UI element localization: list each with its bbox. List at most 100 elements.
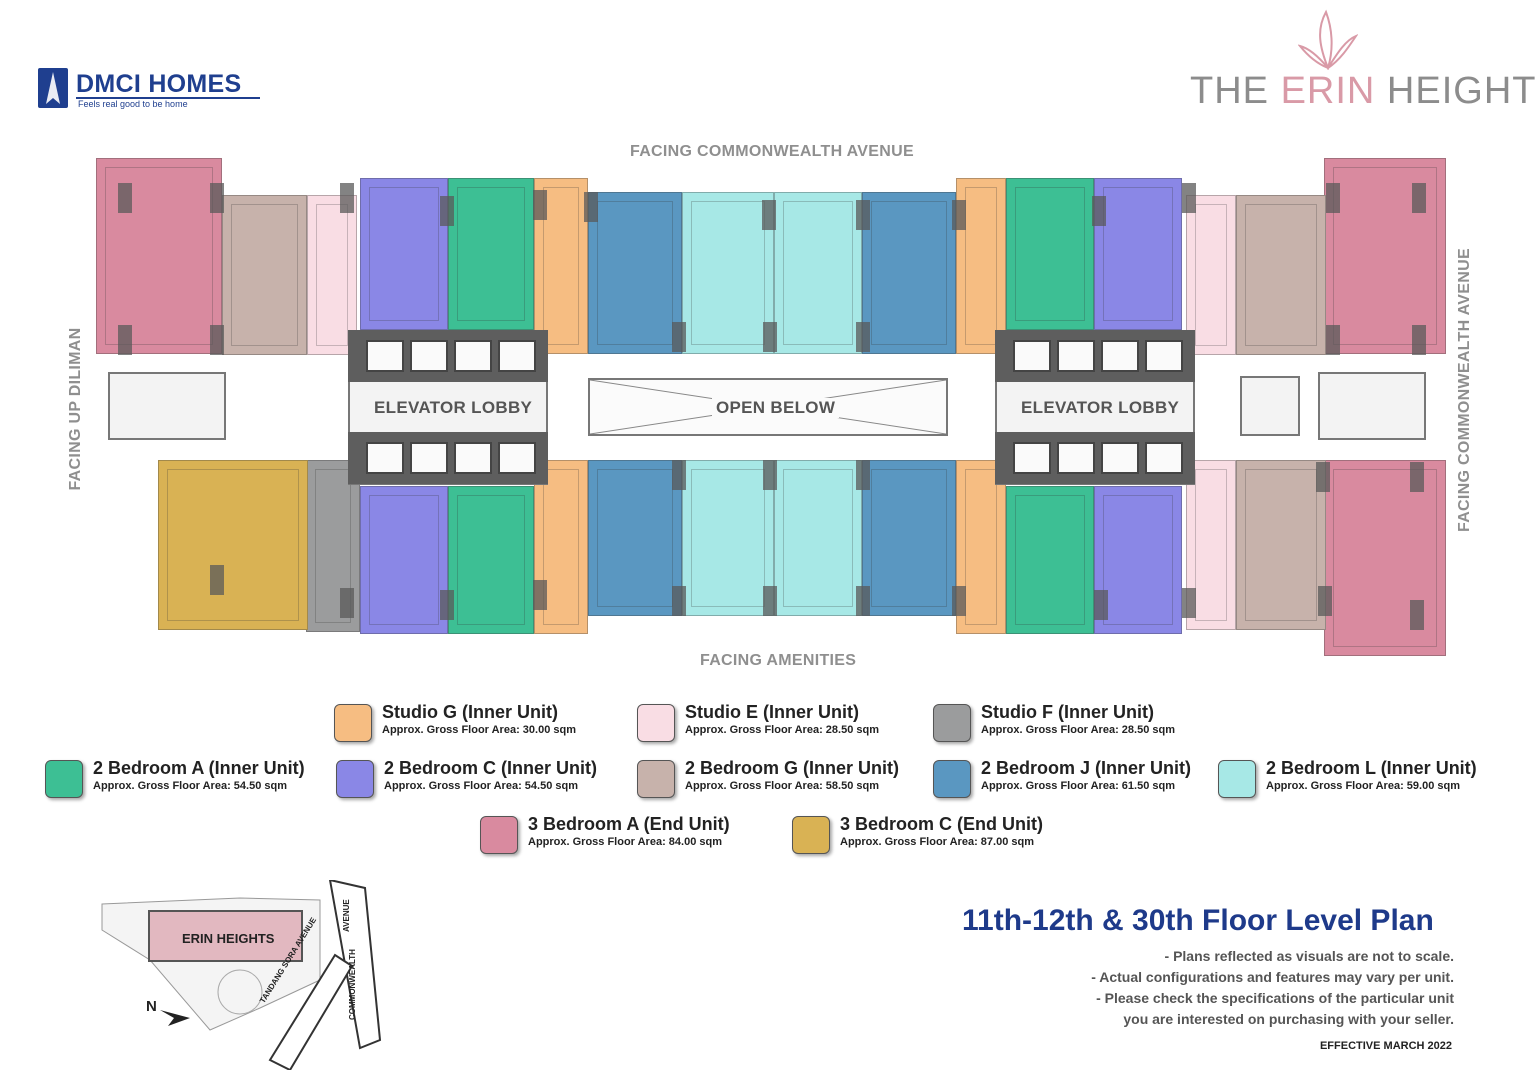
legend-area: Approx. Gross Floor Area: 58.50 sqm [685, 780, 879, 792]
legend-name: 2 Bedroom J (Inner Unit) [981, 758, 1192, 778]
unit-2br-j-top-1 [588, 192, 682, 354]
stair-right [1318, 372, 1426, 440]
structural-column [672, 586, 686, 616]
structural-column [763, 460, 777, 490]
legend-swatch [334, 704, 372, 742]
elevator-cab [410, 442, 448, 474]
structural-column [952, 200, 966, 230]
unit-3br-a-top-right [1324, 158, 1446, 354]
vicinity-building-label: ERIN HEIGHTS [182, 931, 275, 946]
elevator-cab [1145, 442, 1183, 474]
structural-column [856, 460, 870, 490]
legend-area: Approx. Gross Floor Area: 61.50 sqm [981, 780, 1175, 792]
unit-2br-j-bottom-1 [588, 460, 682, 616]
legend-area: Approx. Gross Floor Area: 28.50 sqm [685, 724, 879, 736]
legend-name: Studio G (Inner Unit) [382, 702, 558, 722]
legend-swatch [480, 816, 518, 854]
structural-column [440, 590, 454, 620]
structural-column [210, 325, 224, 355]
elevator-cab [1057, 442, 1095, 474]
structural-column [1410, 462, 1424, 492]
structural-column [210, 183, 224, 213]
dmci-homes-logo: DMCI HOMES Feels real good to be home [38, 68, 268, 114]
legend-swatch [1218, 760, 1256, 798]
unit-2br-c-top-1 [360, 178, 448, 330]
elevator-cab [1057, 340, 1095, 372]
structural-column [762, 200, 776, 230]
elevator-cab [454, 340, 492, 372]
unit-2br-j-top-2 [862, 192, 956, 354]
unit-2br-a-top-1 [448, 178, 534, 330]
unit-3br-a-top-left [96, 158, 222, 354]
elevator-cab [366, 442, 404, 474]
note-2: - Actual configurations and features may… [1091, 969, 1454, 985]
structural-column [118, 183, 132, 213]
vicinity-building [148, 910, 303, 962]
unit-2br-a-bottom-2 [1006, 486, 1094, 634]
legend-name: 2 Bedroom A (Inner Unit) [93, 758, 305, 778]
unit-2br-l-top-1 [682, 192, 774, 354]
legend-area: Approx. Gross Floor Area: 54.50 sqm [384, 780, 578, 792]
elevator-cab [1013, 340, 1051, 372]
legend-swatch [45, 760, 83, 798]
structural-column [1326, 183, 1340, 213]
unit-studio-g-top-1 [534, 178, 588, 354]
legend-name: 2 Bedroom L (Inner Unit) [1266, 758, 1477, 778]
structural-column [1092, 196, 1106, 226]
elevator-cab [1101, 340, 1139, 372]
road-label-commonwealth: COMMONWEALTH [348, 949, 357, 1020]
elevator-cab [1013, 442, 1051, 474]
structural-column [584, 192, 598, 222]
unit-2br-g-top-left [222, 195, 307, 355]
elevator-lobby-right-label: ELEVATOR LOBBY [1021, 398, 1180, 417]
unit-studio-f-bottom-left [306, 460, 360, 632]
north-arrow-label: N [146, 998, 157, 1015]
structural-column [533, 580, 547, 610]
brand-underline [76, 97, 260, 99]
structural-column [440, 196, 454, 226]
effective-date: EFFECTIVE MARCH 2022 [1319, 1040, 1452, 1052]
elevator-cab [498, 340, 536, 372]
floor-plan: ELEVATOR LOBBY OPEN BELOW ELEVATOR LOBBY [96, 158, 1446, 656]
legend-swatch [933, 704, 971, 742]
legend-swatch [637, 704, 675, 742]
elevator-cab [1145, 340, 1183, 372]
legend-swatch [336, 760, 374, 798]
legend-area: Approx. Gross Floor Area: 84.00 sqm [528, 836, 722, 848]
structural-column [1326, 325, 1340, 355]
elevator-cab [410, 340, 448, 372]
legend-area: Approx. Gross Floor Area: 28.50 sqm [981, 724, 1175, 736]
unit-2br-l-bottom-2 [774, 460, 862, 616]
legend-swatch [933, 760, 971, 798]
vicinity-map: ERIN HEIGHTS TANDANG SORA AVENUE COMMONW… [90, 880, 390, 1070]
stair-left [108, 372, 226, 440]
project-title: THE ERIN HEIGHTS [1190, 70, 1536, 113]
legend-name: 2 Bedroom G (Inner Unit) [685, 758, 900, 778]
open-below-label: OPEN BELOW [712, 398, 840, 418]
structural-column [1094, 590, 1108, 620]
floor-level-title: 11th-12th & 30th Floor Level Plan [962, 904, 1434, 937]
utility-right [1240, 376, 1300, 436]
structural-column [1412, 325, 1426, 355]
structural-column [340, 183, 354, 213]
note-3: - Please check the specifications of the… [1096, 990, 1454, 1006]
leaf-icon [1298, 9, 1358, 70]
structural-column [118, 325, 132, 355]
unit-2br-g-bottom-right [1236, 460, 1326, 630]
legend-swatch [792, 816, 830, 854]
note-1: - Plans reflected as visuals are not to … [1164, 948, 1454, 964]
unit-2br-a-bottom-1 [448, 486, 534, 634]
project-title-right: HEIGHTS [1386, 70, 1536, 112]
project-title-mid: ERIN [1280, 70, 1376, 112]
legend-swatch [637, 760, 675, 798]
elevator-lobby-left-label: ELEVATOR LOBBY [374, 398, 533, 417]
elevator-cab [498, 442, 536, 474]
structural-column [1318, 586, 1332, 616]
structural-column [210, 565, 224, 595]
structural-column [672, 322, 686, 352]
structural-column [763, 322, 777, 352]
unit-2br-c-bottom-2 [1094, 486, 1182, 634]
unit-2br-c-bottom-1 [360, 486, 448, 634]
unit-2br-g-top-right [1236, 195, 1326, 355]
structural-column [340, 588, 354, 618]
